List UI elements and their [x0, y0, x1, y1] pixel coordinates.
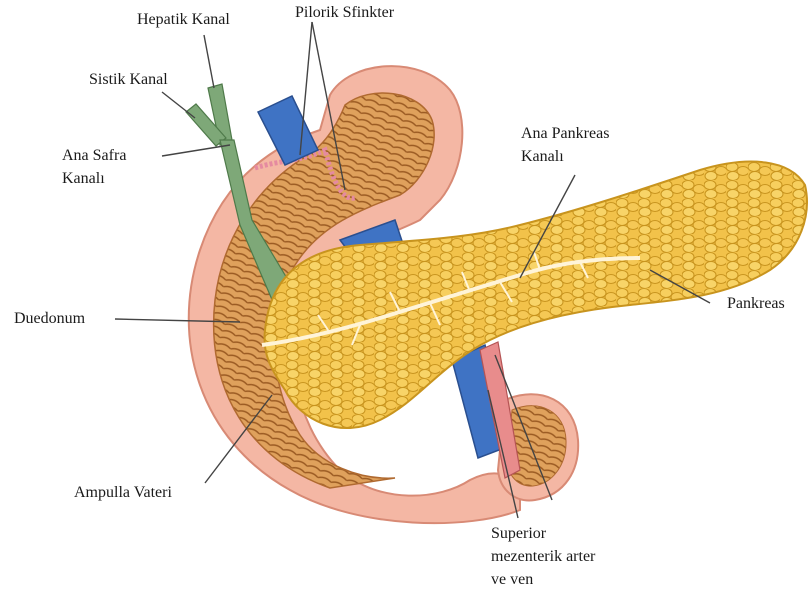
label-pankreas: Pankreas [727, 293, 785, 314]
label-superior-line1: Superior [491, 523, 546, 544]
leader-hepatik-kanal [204, 35, 214, 88]
label-superior-line2: mezenterik arter [491, 546, 595, 567]
label-ana-pankreas-line1: Ana Pankreas [521, 123, 609, 144]
label-superior-line3: ve ven [491, 569, 533, 590]
leader-ana-safra [162, 145, 230, 156]
label-ana-safra-line2: Kanalı [62, 168, 105, 189]
label-ana-pankreas-line2: Kanalı [521, 146, 564, 167]
label-ampulla-vateri: Ampulla Vateri [74, 482, 172, 503]
leader-sistik-kanal [162, 92, 195, 118]
label-hepatik-kanal: Hepatik Kanal [137, 9, 230, 30]
label-sistik-kanal: Sistik Kanal [89, 69, 168, 90]
label-pilorik-sfinkter: Pilorik Sfinkter [295, 2, 394, 23]
label-ana-safra-line1: Ana Safra [62, 145, 126, 166]
label-duedonum: Duedonum [14, 308, 85, 329]
portal-vein [258, 96, 318, 165]
